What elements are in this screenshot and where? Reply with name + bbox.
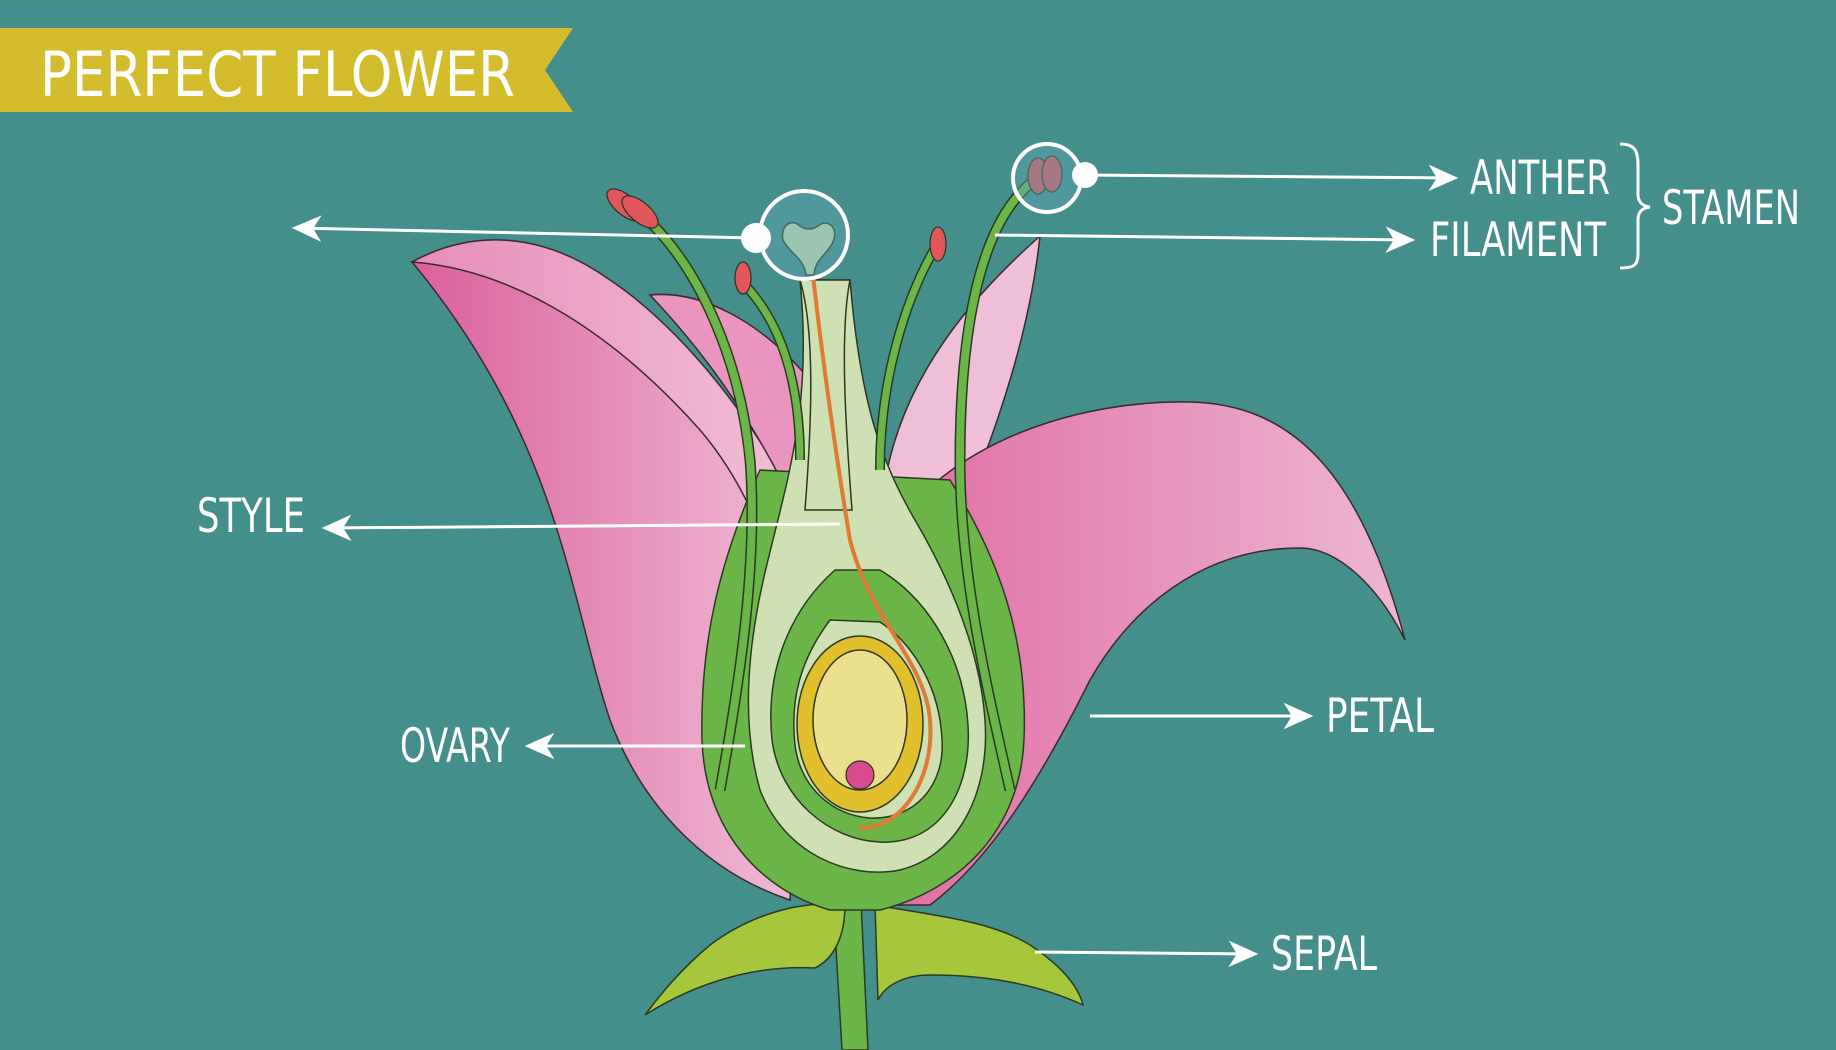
anther-right-outer <box>1027 155 1063 195</box>
filament-arrow <box>994 226 1416 253</box>
magnifier-anther <box>1011 142 1098 214</box>
sepal-arrow <box>1034 940 1259 967</box>
anther-left-inner <box>734 261 752 295</box>
label-ovary: OVARY <box>400 719 510 774</box>
leader-arrows <box>291 164 1459 967</box>
sepal-right <box>874 904 1085 1007</box>
label-petal: PETAL <box>1326 689 1434 744</box>
stamen-brace <box>1619 142 1651 270</box>
anther-right-inner <box>929 226 947 262</box>
label-sepal: SEPAL <box>1271 927 1377 982</box>
labels: ANTHER FILAMENT STAMEN STYLE OVARY PETAL… <box>197 151 1800 982</box>
label-style: STYLE <box>197 489 305 544</box>
style-arrow <box>321 514 841 541</box>
anther-arrow <box>1084 164 1459 191</box>
label-filament: FILAMENT <box>1430 213 1606 268</box>
magnifier-stigma <box>741 189 850 281</box>
stamens <box>606 155 1063 792</box>
pollen-tube <box>806 227 933 831</box>
ovule-inner <box>812 649 908 791</box>
stigma <box>781 221 836 276</box>
egg-cell <box>845 760 875 790</box>
page-title: PERFECT FLOWER <box>40 38 515 111</box>
label-stamen: STAMEN <box>1662 181 1800 236</box>
pistil <box>701 221 1026 911</box>
anther-left-outer <box>606 188 659 229</box>
title-banner: PERFECT FLOWER <box>0 28 573 112</box>
sepal-left <box>644 903 846 1016</box>
label-anther: ANTHER <box>1470 151 1610 206</box>
stigma-arrow <box>291 215 757 242</box>
